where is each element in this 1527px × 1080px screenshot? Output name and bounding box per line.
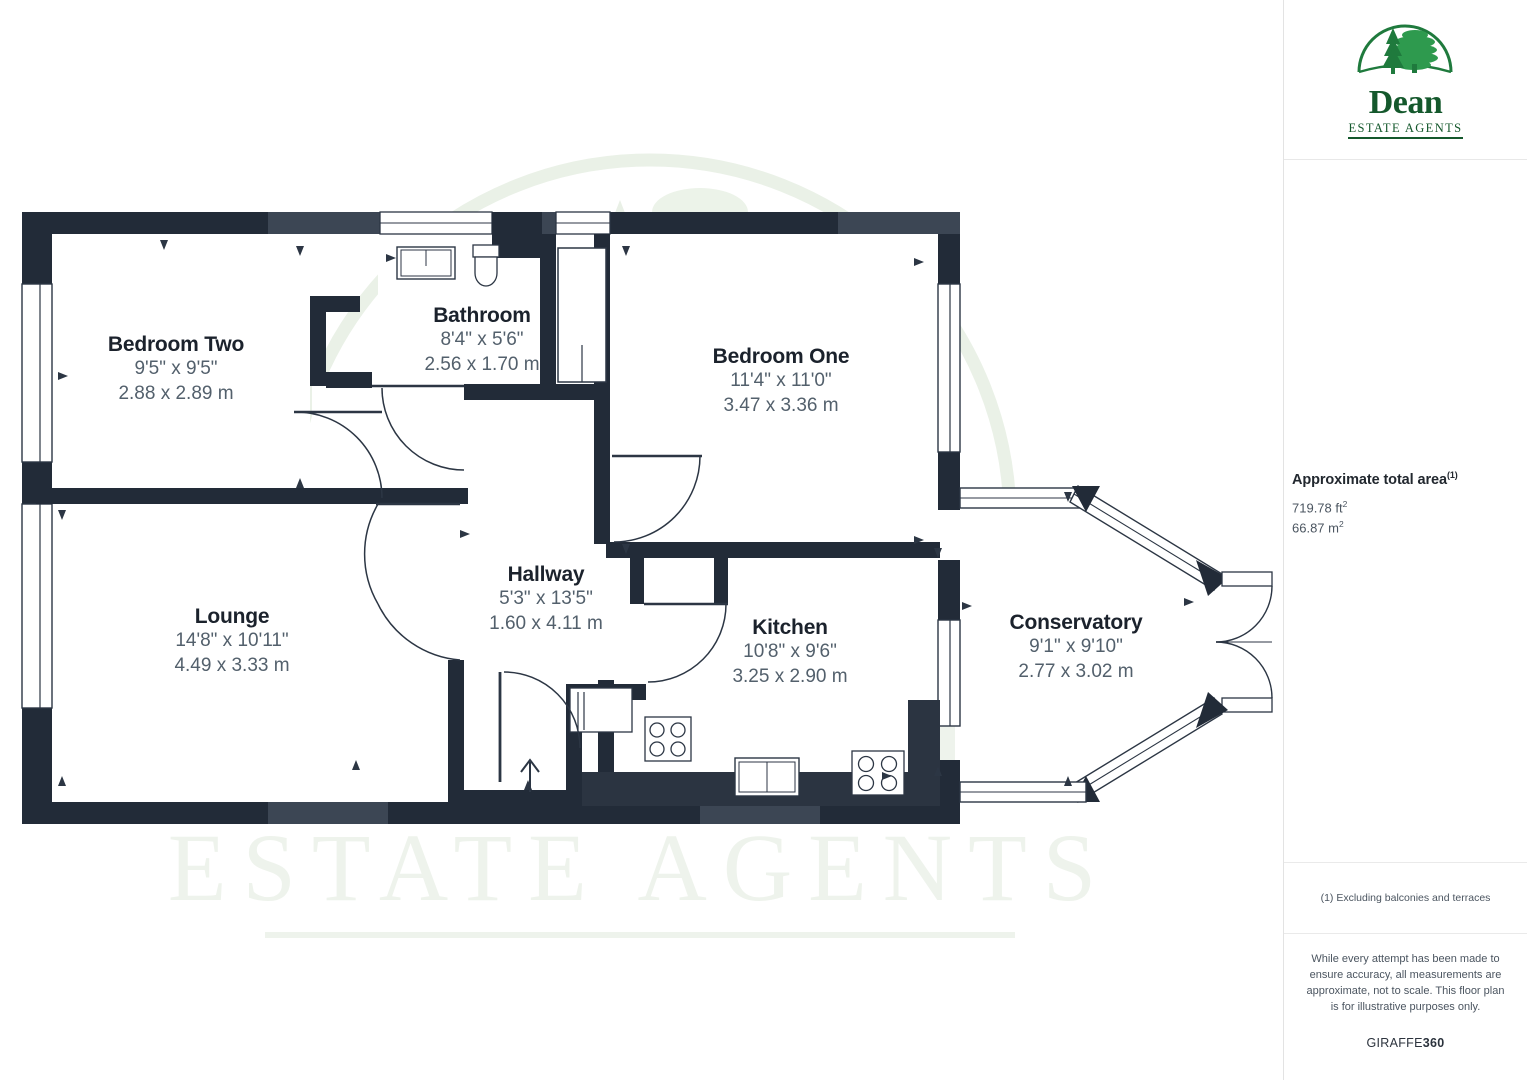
- total-area-sqft: 719.78 ft2: [1292, 498, 1519, 518]
- tree-logo-icon: [1357, 24, 1453, 74]
- door-swings: [294, 384, 728, 782]
- floor-plan-canvas: Dean ESTATE AGENTS: [21, 153, 1273, 938]
- disclaimer-block: While every attempt has been made to ens…: [1284, 952, 1527, 1050]
- floor-plan-drawing: Dean ESTATE AGENTS: [21, 153, 1273, 938]
- room-floor-fills: [52, 232, 938, 806]
- total-area-block: Approximate total area(1) 719.78 ft2 66.…: [1284, 460, 1527, 549]
- total-area-sqm-value: 66.87 m: [1292, 520, 1339, 536]
- hob-icon: [851, 750, 905, 796]
- info-sidebar: Dean ESTATE AGENTS Approximate total are…: [1283, 0, 1527, 1080]
- logo-tagline: ESTATE AGENTS: [1348, 121, 1463, 140]
- conservatory-structure: [959, 485, 1273, 803]
- closet-outline: [557, 247, 607, 383]
- bathtub-icon: [396, 246, 456, 280]
- brand-prefix: GIRAFFE: [1366, 1035, 1423, 1050]
- agency-logo: Dean ESTATE AGENTS: [1284, 0, 1527, 160]
- total-area-sqm: 66.87 m2: [1292, 518, 1519, 538]
- toilet-icon: [472, 244, 500, 287]
- conservatory-floor: [960, 488, 1272, 800]
- total-area-footnote-marker: (1): [1446, 470, 1458, 480]
- hob-icon: [644, 716, 692, 762]
- sqft-exponent: 2: [1342, 498, 1348, 509]
- windows: [21, 211, 961, 727]
- giraffe360-brandmark: GIRAFFE360: [1306, 1036, 1505, 1050]
- dimension-markers: [58, 240, 1194, 790]
- total-area-label: Approximate total area: [1292, 471, 1447, 488]
- sink-icon: [569, 687, 633, 733]
- sink-icon: [734, 757, 800, 797]
- sqm-exponent: 2: [1338, 519, 1344, 530]
- total-area-title: Approximate total area(1): [1292, 470, 1519, 488]
- disclaimer-text: While every attempt has been made to ens…: [1306, 953, 1505, 1013]
- footnote-block: (1) Excluding balconies and terraces: [1284, 862, 1527, 934]
- watermark-tagline-text: ESTATE AGENTS: [168, 814, 1112, 921]
- total-area-sqft-value: 719.78 ft: [1292, 500, 1343, 516]
- footnote-text: (1) Excluding balconies and terraces: [1320, 892, 1491, 904]
- brand-suffix: 360: [1422, 1035, 1445, 1050]
- logo-name: Dean: [1368, 83, 1443, 121]
